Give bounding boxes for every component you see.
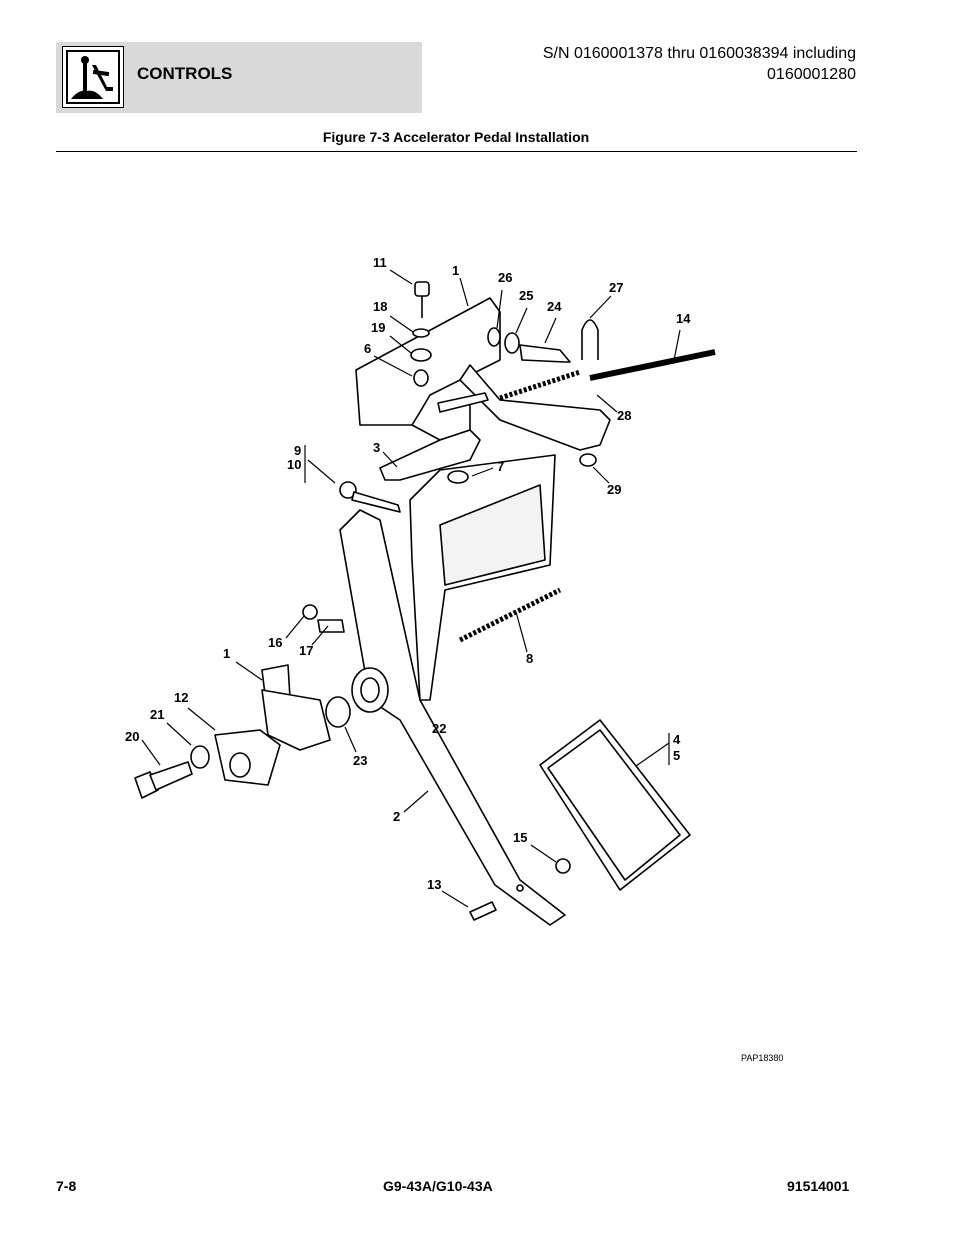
callout-16: 16 bbox=[268, 635, 282, 650]
callout-22: 22 bbox=[432, 721, 446, 736]
callout-27: 27 bbox=[609, 280, 623, 295]
callout-2: 2 bbox=[393, 809, 400, 824]
section-title: CONTROLS bbox=[137, 64, 233, 83]
cable-spring bbox=[499, 369, 581, 401]
screw-13 bbox=[469, 901, 497, 921]
callout-9: 9 bbox=[294, 443, 301, 458]
callout-4: 4 bbox=[673, 732, 681, 747]
callout-25: 25 bbox=[519, 288, 533, 303]
serial-line-1: S/N 0160001378 thru 0160038394 including bbox=[542, 45, 856, 62]
nut-16 bbox=[302, 604, 318, 620]
callout-29: 29 bbox=[607, 482, 621, 497]
callout-17: 17 bbox=[299, 643, 313, 658]
pedal-pad bbox=[539, 719, 691, 891]
ball-joint-link bbox=[351, 491, 401, 513]
washer-26 bbox=[487, 327, 501, 347]
callout-19: 19 bbox=[371, 320, 385, 335]
serial-number-range: S/N 0160001378 thru 0160038394 including… bbox=[436, 43, 856, 85]
callout-11: 11 bbox=[373, 255, 387, 270]
cable-rod bbox=[437, 392, 489, 413]
pedal-pad-rim bbox=[547, 729, 681, 881]
shoulder-bolt bbox=[414, 281, 430, 297]
upper-bracket bbox=[355, 297, 501, 426]
callout-1-upper: 1 bbox=[452, 263, 459, 278]
callout-24: 24 bbox=[547, 299, 562, 314]
drawing-code: PAP18380 bbox=[741, 1053, 783, 1063]
pivot-boss bbox=[229, 752, 251, 778]
lever-arm bbox=[379, 429, 481, 481]
support-plate-face bbox=[439, 484, 546, 586]
figure-title: Figure 7-3 Accelerator Pedal Installatio… bbox=[322, 129, 590, 145]
callout-10: 10 bbox=[287, 457, 301, 472]
model-number: G9-43A/G10-43A bbox=[383, 1178, 493, 1194]
document-number: 91514001 bbox=[787, 1178, 850, 1194]
callout-23: 23 bbox=[353, 753, 367, 768]
nut-15 bbox=[555, 858, 571, 874]
throttle-cable bbox=[589, 349, 716, 381]
callout-labels: 11 1 26 25 24 27 14 18 19 6 28 9 10 3 7 … bbox=[125, 255, 691, 892]
callout-14: 14 bbox=[676, 311, 691, 326]
leader-lines bbox=[141, 269, 681, 908]
return-spring bbox=[458, 587, 562, 643]
ball-joint bbox=[339, 481, 357, 499]
screw-17 bbox=[317, 619, 345, 633]
callout-5: 5 bbox=[673, 748, 680, 763]
figure-title-row: Figure 7-3 Accelerator Pedal Installatio… bbox=[0, 129, 954, 145]
spacer bbox=[325, 696, 351, 728]
u-bolt bbox=[581, 319, 599, 360]
callout-1-lower: 1 bbox=[223, 646, 230, 661]
callout-12: 12 bbox=[174, 690, 188, 705]
serial-line-2: 0160001280 bbox=[767, 66, 856, 83]
callout-15: 15 bbox=[513, 830, 527, 845]
header-rule bbox=[56, 151, 857, 152]
bolt-24 bbox=[519, 344, 571, 363]
callout-20: 20 bbox=[125, 729, 139, 744]
washer-7 bbox=[447, 470, 469, 484]
joystick-control-icon bbox=[62, 46, 124, 108]
pedal-arm bbox=[339, 509, 566, 926]
callout-28: 28 bbox=[617, 408, 631, 423]
callout-7: 7 bbox=[497, 459, 504, 474]
callout-13: 13 bbox=[427, 877, 441, 892]
washer-19 bbox=[410, 348, 432, 362]
pedal-arm-hole bbox=[516, 884, 524, 892]
pivot-bushing-bore bbox=[360, 677, 380, 703]
washer-25 bbox=[504, 332, 520, 354]
callout-8: 8 bbox=[526, 651, 533, 666]
washer-18 bbox=[412, 328, 430, 338]
callout-21: 21 bbox=[150, 707, 164, 722]
bushing-6 bbox=[413, 369, 429, 387]
lower-bracket-plate bbox=[261, 689, 331, 751]
callout-18: 18 bbox=[373, 299, 387, 314]
hex-bolt-shank bbox=[149, 761, 193, 791]
page-number: 7-8 bbox=[56, 1178, 77, 1194]
cable-mount-plate bbox=[459, 364, 611, 451]
washer bbox=[190, 745, 210, 769]
callout-6: 6 bbox=[364, 341, 371, 356]
callout-26: 26 bbox=[498, 270, 512, 285]
callout-3: 3 bbox=[373, 440, 380, 455]
nut-29 bbox=[579, 453, 597, 467]
